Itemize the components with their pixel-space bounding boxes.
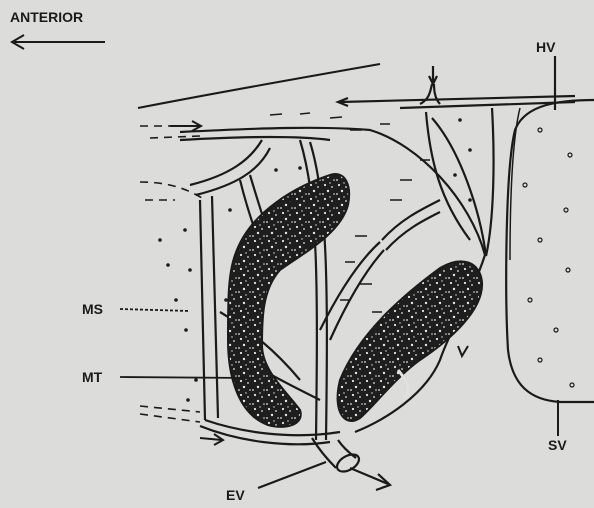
ev-label: EV [226,487,245,503]
sv-dots [523,128,574,387]
ms-pointer [120,309,190,311]
efferent-vessel [258,438,390,490]
anterior-arrow [12,35,105,49]
tubule-upper [228,174,349,427]
seminal-vesicle [506,100,594,402]
mt-label: MT [82,369,103,385]
ms-label: MS [82,301,103,317]
mt-pointer [120,377,250,378]
anterior-label: ANTERIOR [10,9,83,25]
hv-label: HV [536,39,556,55]
sv-label: SV [548,437,567,453]
hepatic-vein [338,56,575,110]
